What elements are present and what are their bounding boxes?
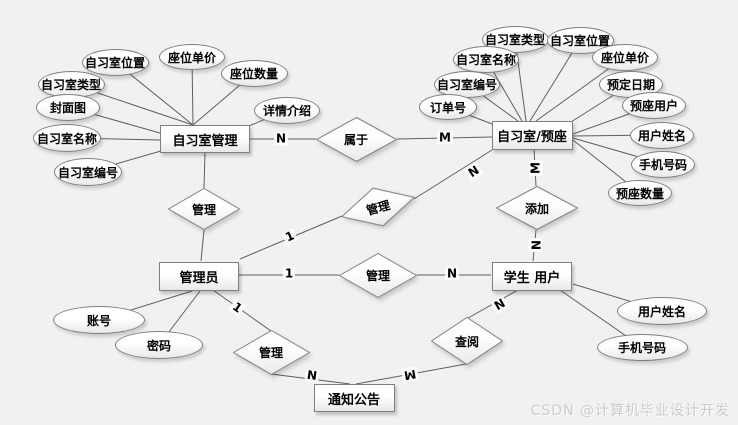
- attr-password: 密码: [115, 331, 203, 359]
- diamond-shape: [315, 116, 397, 162]
- rel-manage-top-label: 管理: [191, 202, 216, 217]
- attr-reserve-user-label: 预座用户: [629, 98, 678, 113]
- connector-line: [203, 152, 206, 189]
- attr-reserve-count-label: 预座数量: [615, 186, 664, 201]
- attr-room-location-a: 自习室位置: [81, 48, 149, 76]
- cardinality-label-9: N: [304, 368, 320, 384]
- attr-room-number-b-label: 自习室编号: [436, 77, 497, 92]
- rel-manage-bottom-label: 管理: [258, 345, 283, 360]
- attr-phone-a: 手机号码: [631, 150, 695, 178]
- attr-phone-b: 手机号码: [596, 333, 688, 361]
- diamond-shape: [232, 329, 310, 375]
- entity-notice-label: 通知公告: [327, 392, 380, 408]
- attr-password-label: 密码: [146, 338, 171, 353]
- entity-study-room-reserved-seat: 自习室/预座: [491, 120, 573, 150]
- attr-detail-intro: 详情介绍: [254, 96, 320, 124]
- attr-seat-price-a-label: 座位单价: [167, 50, 216, 65]
- connector-line: [529, 39, 581, 122]
- rel-add-label: 添加: [524, 201, 549, 216]
- attr-room-type-a: 自习室类型: [37, 70, 105, 98]
- attr-room-name-b: 自习室名称: [453, 45, 519, 73]
- attr-room-location-b-label: 自习室位置: [549, 33, 610, 48]
- attr-account: 账号: [53, 306, 145, 334]
- attr-room-location-a-label: 自习室位置: [84, 55, 145, 70]
- attr-phone-b-label: 手机号码: [617, 340, 666, 355]
- rel-belongs-to-label: 属于: [343, 132, 368, 147]
- attr-user-name-a-label: 用户姓名: [637, 128, 686, 143]
- attr-seat-price-a: 座位单价: [159, 44, 225, 70]
- attr-order-number: 订单号: [419, 94, 477, 120]
- attr-user-name-b: 用户姓名: [617, 297, 707, 325]
- cardinality-label-11: M: [400, 366, 420, 383]
- attr-account-label: 账号: [86, 313, 111, 328]
- rel-manage-mid: 管理: [339, 252, 417, 298]
- attr-room-name-b-label: 自习室名称: [455, 52, 516, 67]
- rel-manage-diagonal: 管理: [336, 178, 420, 236]
- attr-room-number-a-label: 自习室编号: [57, 165, 118, 180]
- attr-reserve-user: 预座用户: [622, 91, 686, 119]
- cardinality-label-7: N: [444, 266, 460, 281]
- attr-reserve-count: 预座数量: [608, 180, 672, 206]
- diamond-shape: [168, 188, 240, 230]
- rel-add: 添加: [496, 186, 578, 230]
- entity-admin-label: 管理员: [179, 270, 219, 286]
- connector-line: [514, 38, 527, 122]
- connector-line: [413, 149, 493, 200]
- attr-user-name-a: 用户姓名: [630, 121, 694, 149]
- attr-reserve-date-label: 预定日期: [606, 77, 655, 92]
- entity-study-room-reserved-seat-label: 自习室/预座: [497, 129, 567, 145]
- attr-room-name-a: 自习室名称: [33, 124, 101, 152]
- attr-room-name-a-label: 自习室名称: [36, 131, 97, 146]
- attr-phone-a-label: 手机号码: [638, 157, 687, 172]
- connector-line: [200, 229, 205, 262]
- entity-study-room-management: 自习室管理: [160, 125, 250, 153]
- rel-manage-bottom: 管理: [232, 329, 310, 375]
- attr-room-number-a: 自习室编号: [54, 158, 122, 186]
- attr-room-type-b-label: 自习室类型: [484, 32, 545, 47]
- attr-user-name-b-label: 用户姓名: [637, 304, 686, 319]
- rel-manage-mid-label: 管理: [365, 268, 390, 283]
- entity-study-room-management-label: 自习室管理: [172, 133, 238, 149]
- attr-seat-count: 座位数量: [220, 59, 288, 87]
- rel-view: 查阅: [431, 317, 503, 365]
- attr-seat-price-b: 座位单价: [592, 43, 658, 71]
- entity-notice: 通知公告: [313, 384, 395, 412]
- entity-student-user-label: 学生 用户: [503, 270, 561, 286]
- rel-view-label: 查阅: [454, 334, 479, 349]
- attr-seat-count-label: 座位数量: [229, 66, 278, 81]
- cardinality-label-2: M: [528, 160, 543, 176]
- cardinality-label-0: N: [273, 131, 289, 146]
- attr-room-type-a-label: 自习室类型: [40, 77, 101, 92]
- attr-cover-image: 封面图: [36, 93, 100, 121]
- attr-order-number-label: 订单号: [429, 100, 466, 115]
- cardinality-label-6: 1: [282, 266, 296, 281]
- attr-seat-price-b-label: 座位单价: [600, 50, 649, 65]
- rel-belongs-to: 属于: [315, 116, 397, 162]
- cardinality-label-3: N: [528, 237, 543, 253]
- diamond-shape: [340, 187, 416, 227]
- entity-student-user: 学生 用户: [492, 261, 572, 291]
- entity-admin: 管理员: [159, 261, 239, 291]
- diamond-shape: [339, 252, 417, 298]
- csdn-watermark: CSDN @计算机毕业设计开发: [530, 403, 730, 419]
- attr-cover-image-label: 封面图: [49, 100, 86, 115]
- diamond-shape: [431, 317, 503, 365]
- diamond-shape: [496, 186, 578, 230]
- rel-manage-top: 管理: [168, 188, 240, 230]
- attr-detail-intro-label: 详情介绍: [262, 103, 311, 118]
- cardinality-label-1: M: [437, 130, 453, 145]
